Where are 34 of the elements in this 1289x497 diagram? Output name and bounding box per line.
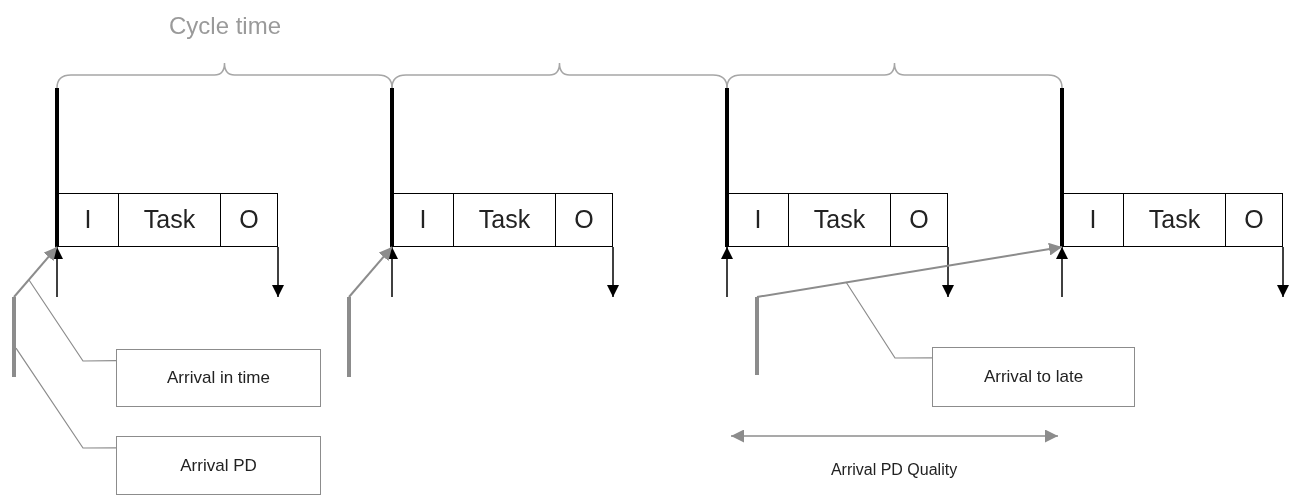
- arrow: [721, 246, 733, 298]
- task-box: Task: [118, 193, 221, 247]
- output-box: O: [220, 193, 278, 247]
- leader-line: [845, 281, 933, 359]
- callout-box: Arrival in time: [116, 349, 321, 407]
- input-box: I: [57, 193, 119, 247]
- task-box: Task: [453, 193, 556, 247]
- arrival-bar: [347, 297, 351, 377]
- arrow: [1056, 246, 1068, 298]
- task-box: Task: [788, 193, 891, 247]
- arrow: [272, 246, 284, 298]
- arrow: [756, 242, 1063, 298]
- input-box: I: [392, 193, 454, 247]
- callout-box: Arrival PD: [116, 436, 321, 495]
- dimension-label: Arrival PD Quality: [829, 460, 959, 480]
- arrow: [607, 246, 619, 298]
- arrival-bar: [12, 297, 16, 377]
- leader-line: [15, 347, 117, 449]
- callout-box: Arrival to late: [932, 347, 1135, 407]
- brace-label: Cycle time: [168, 11, 282, 41]
- arrow: [1277, 246, 1289, 298]
- task-box: Task: [1123, 193, 1226, 247]
- input-box: I: [1062, 193, 1124, 247]
- leader-line: [28, 279, 117, 362]
- arrow: [942, 246, 954, 298]
- arrow: [386, 246, 398, 298]
- arrow: [13, 246, 58, 298]
- output-box: O: [555, 193, 613, 247]
- arrow: [51, 246, 63, 298]
- input-box: I: [727, 193, 789, 247]
- arrow: [348, 246, 393, 298]
- output-box: O: [890, 193, 948, 247]
- arrival-bar: [755, 297, 759, 375]
- output-box: O: [1225, 193, 1283, 247]
